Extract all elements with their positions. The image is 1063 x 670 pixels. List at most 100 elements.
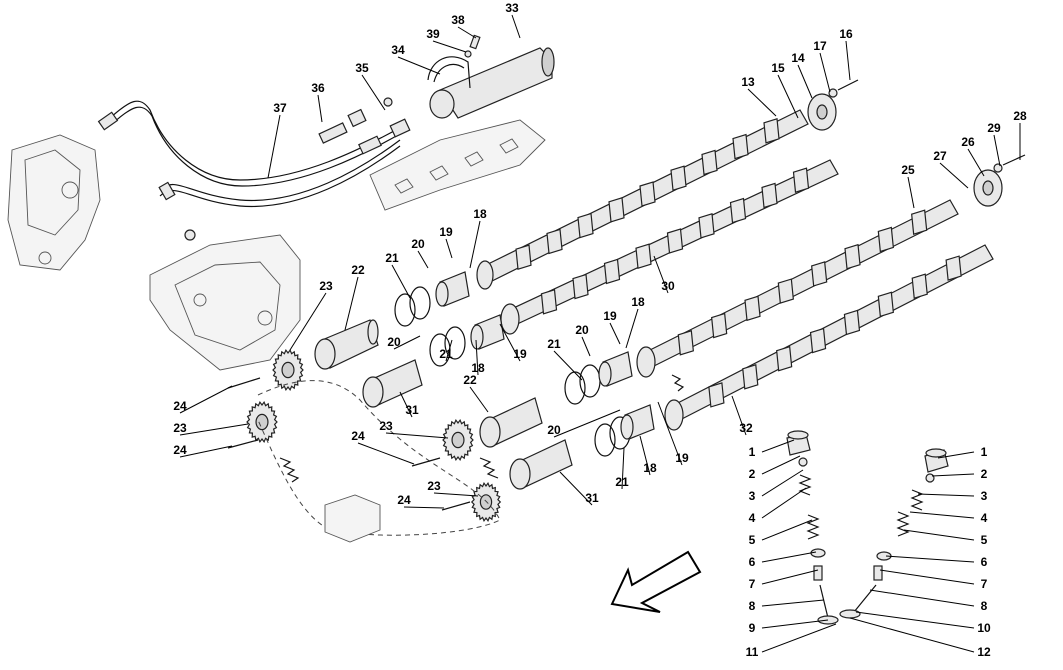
callout-l20b: 20 [387,335,401,349]
leader-l24c [357,442,415,465]
valve-assembly-left [786,430,839,625]
callout-l19d: 19 [675,451,689,465]
callout-l33: 33 [505,1,519,15]
leader-l18a [469,220,481,269]
leader-l18b [475,339,479,376]
callout-l29: 29 [987,121,1001,135]
callout-l24b: 24 [173,443,187,457]
callout-l21c: 21 [547,337,561,351]
callout-v12r: 12 [977,645,991,659]
variator-22-lower [479,397,543,448]
tensioner-springs [279,374,685,483]
callout-leaders [179,14,1021,653]
variator-22-upper [314,319,379,370]
callout-l17: 17 [813,39,827,53]
callout-v2l: 2 [749,467,756,481]
callout-l37: 37 [273,101,287,115]
callout-v8r: 8 [981,599,988,613]
callout-v2r: 2 [981,467,988,481]
leader-l13 [747,88,777,117]
callout-l18c: 18 [631,295,645,309]
leader-v12r [849,617,975,653]
leader-l39 [432,40,467,53]
variator-31-upper [362,359,423,408]
callout-l23b: 23 [173,421,187,435]
leader-v7r [879,569,975,585]
leader-l20c [581,336,591,357]
callout-l39: 39 [426,27,440,41]
timing-chain-dashed [257,380,501,543]
leader-l20b [393,335,421,350]
callout-v8l: 8 [749,599,756,613]
leader-l34 [397,56,441,75]
leader-l23a [289,292,327,351]
leader-l23c [385,432,449,439]
leader-l24a [179,385,233,414]
cam-lobes [515,118,962,408]
leader-l25 [907,176,915,209]
seal-rings [394,271,655,457]
leader-l36 [317,94,323,123]
bolts-24 [227,377,471,511]
callout-l32: 32 [739,421,753,435]
leader-l19b [499,323,521,362]
callout-l24c: 24 [351,429,365,443]
callout-l28: 28 [1013,109,1027,123]
leader-v5r [903,529,975,541]
leader-v1r [937,451,975,459]
callout-l36: 36 [311,81,325,95]
leader-l21a [391,264,411,299]
leader-v3l [761,469,804,497]
leader-l19d [657,401,683,466]
callout-v4l: 4 [749,511,756,525]
leader-l35 [361,74,386,111]
callout-v7l: 7 [749,577,756,591]
callout-l30: 30 [661,279,675,293]
callout-l19b: 19 [513,347,527,361]
timing-gears [246,349,502,523]
leader-l20a [417,250,429,269]
callout-labels: 3338393435363713151417162829262725181920… [173,1,1027,659]
leader-v3r [917,493,975,497]
callout-l31a: 31 [405,403,419,417]
callout-l26: 26 [961,135,975,149]
leader-l21b [445,339,453,362]
callout-v1r: 1 [981,445,988,459]
callout-l27: 27 [933,149,947,163]
leader-l22a [344,276,359,331]
callout-l21a: 21 [385,251,399,265]
callout-l23a: 23 [319,279,333,293]
leader-l32 [731,395,747,436]
callout-v5l: 5 [749,533,756,547]
callout-l19a: 19 [439,225,453,239]
callout-l31b: 31 [585,491,599,505]
leader-l21d [621,447,625,490]
callout-v6l: 6 [749,555,756,569]
callout-v7r: 7 [981,577,988,591]
callout-l25: 25 [901,163,915,177]
leader-v6l [761,551,817,563]
callout-l22a: 22 [351,263,365,277]
leader-l26 [967,148,985,177]
callout-v1l: 1 [749,445,756,459]
leader-v10r [855,611,975,629]
callout-v6r: 6 [981,555,988,569]
leader-v2l [761,455,801,475]
leader-l24d [403,506,445,509]
leader-l23b [179,423,249,436]
leader-v2r [931,473,975,477]
callout-l24a: 24 [173,399,187,413]
callout-l19c: 19 [603,309,617,323]
callout-l38: 38 [451,13,465,27]
callout-v5r: 5 [981,533,988,547]
callout-l34: 34 [391,43,405,57]
callout-l15: 15 [771,61,785,75]
leader-l22b [469,386,489,413]
leader-l16 [845,40,851,81]
callout-v4r: 4 [981,511,988,525]
leader-v7l [761,569,819,585]
callout-l22b: 22 [463,373,477,387]
callout-l23c: 23 [379,419,393,433]
leader-l27 [939,162,969,189]
